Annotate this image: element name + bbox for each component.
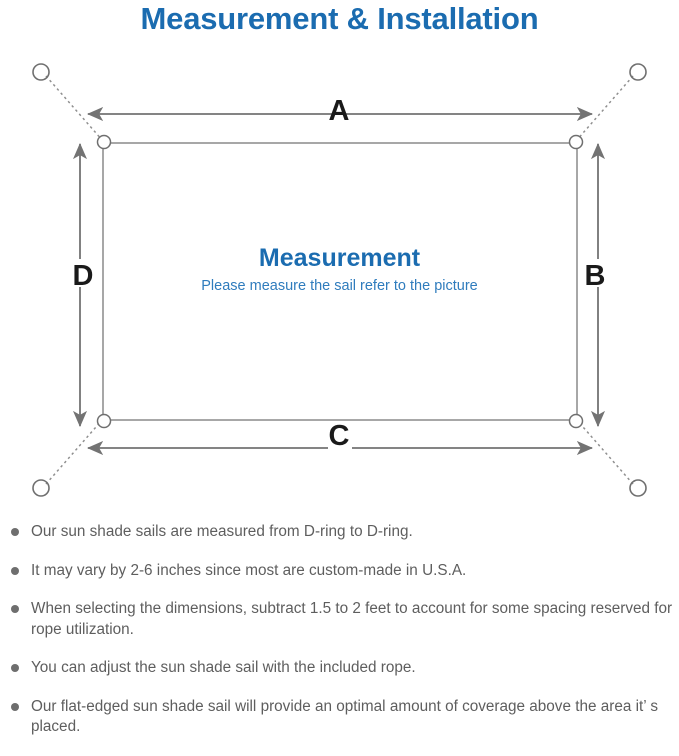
diagram-svg bbox=[32, 63, 647, 497]
sail-body bbox=[102, 142, 578, 421]
list-item: When selecting the dimensions, subtract … bbox=[0, 599, 679, 640]
rope-line-top-right bbox=[575, 75, 634, 142]
rope-line-bottom-right bbox=[575, 418, 634, 485]
list-item: You can adjust the sun shade sail with t… bbox=[0, 658, 679, 679]
list-item: Our flat-edged sun shade sail will provi… bbox=[0, 697, 679, 738]
anchor-ring-top-left bbox=[32, 63, 50, 81]
list-item: It may vary by 2-6 inches since most are… bbox=[0, 561, 679, 582]
dimension-label-c: C bbox=[328, 420, 350, 452]
anchor-rings bbox=[32, 63, 647, 497]
note-text: It may vary by 2-6 inches since most are… bbox=[31, 561, 467, 579]
d-rings bbox=[96, 134, 584, 429]
note-text: When selecting the dimensions, subtract … bbox=[31, 600, 673, 638]
rope-line-bottom-left bbox=[45, 418, 104, 485]
list-item: Our sun shade sails are measured from D-… bbox=[0, 522, 679, 543]
dimension-label-a: A bbox=[328, 95, 350, 127]
d-ring-bottom-right bbox=[568, 413, 584, 429]
dimension-label-b: B bbox=[584, 260, 606, 292]
anchor-ring-top-right bbox=[629, 63, 647, 81]
d-ring-top-left bbox=[96, 134, 112, 150]
page-title: Measurement & Installation bbox=[140, 1, 539, 36]
bullet-icon bbox=[11, 664, 19, 672]
bullet-icon bbox=[11, 605, 19, 613]
anchor-ring-bottom-left bbox=[32, 479, 50, 497]
d-ring-top-right bbox=[568, 134, 584, 150]
bullet-icon bbox=[11, 702, 19, 711]
note-text: Our flat-edged sun shade sail will provi… bbox=[31, 697, 658, 736]
bullet-icon bbox=[11, 528, 19, 536]
rope-line-top-left bbox=[45, 75, 104, 142]
note-text: Our sun shade sails are measured from D-… bbox=[31, 523, 413, 540]
measurement-diagram: Measurement Please measure the sail refe… bbox=[0, 44, 679, 514]
bullet-icon bbox=[11, 566, 19, 575]
anchor-ring-bottom-right bbox=[629, 479, 647, 497]
note-text: You can adjust the sun shade sail with t… bbox=[31, 659, 416, 676]
d-ring-bottom-left bbox=[96, 413, 112, 429]
dimension-label-d: D bbox=[72, 260, 94, 292]
notes-list: Our sun shade sails are measured from D-… bbox=[0, 522, 679, 756]
